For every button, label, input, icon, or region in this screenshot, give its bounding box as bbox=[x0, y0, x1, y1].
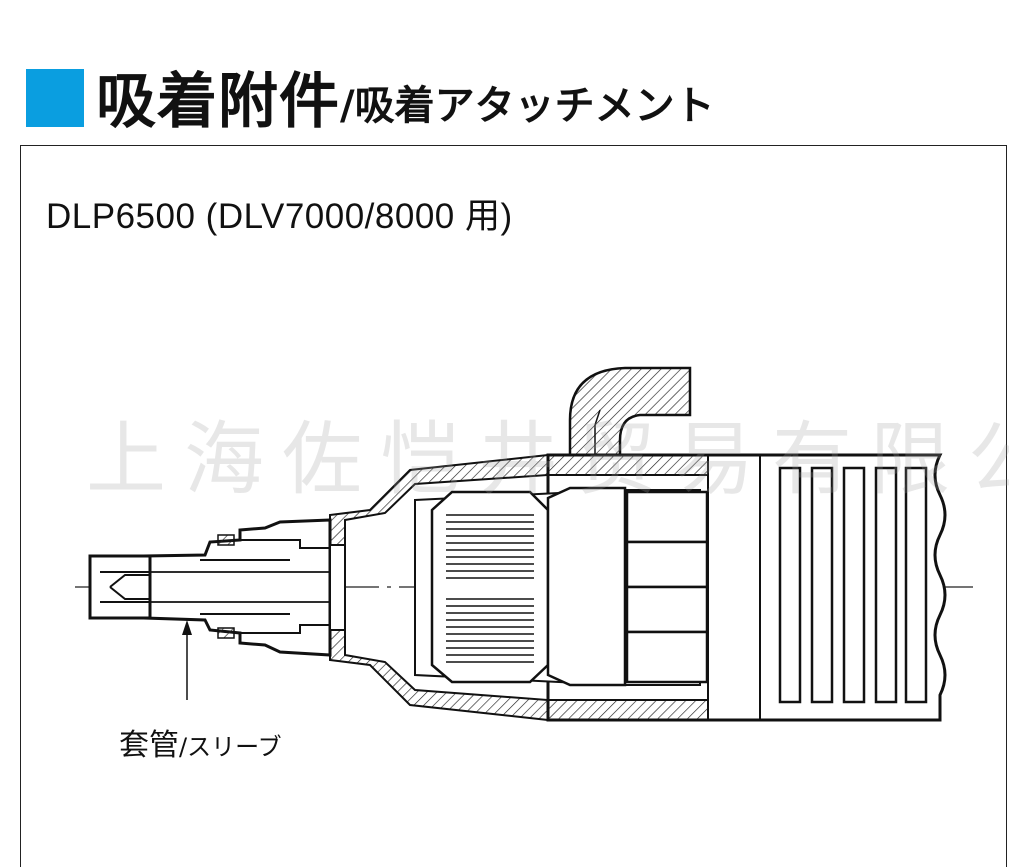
watermark-text: 上海佐恺井贸易有限公司 bbox=[86, 413, 1009, 506]
callout-arrow-head bbox=[182, 620, 192, 635]
page-header: 吸着附件 /吸着アタッチメント bbox=[26, 56, 715, 137]
valve-core-stripes bbox=[446, 514, 534, 663]
page-subtitle: /吸着アタッチメント bbox=[340, 83, 715, 129]
callout-sub: /スリーブ bbox=[179, 733, 282, 761]
valve-core bbox=[430, 490, 550, 684]
sleeve-neck bbox=[143, 518, 332, 657]
callout-main: 套管 bbox=[119, 728, 179, 763]
nozzle-tip bbox=[88, 554, 152, 620]
segmented-block bbox=[625, 490, 709, 684]
grip-ribs bbox=[778, 466, 928, 704]
blue-square-icon bbox=[26, 69, 84, 127]
bent-tube bbox=[568, 366, 692, 457]
sleeve-callout: 套管/スリーブ bbox=[119, 720, 282, 764]
model-label: DLP6500 (DLV7000/8000 用) bbox=[46, 197, 513, 236]
housing-band-top bbox=[547, 454, 709, 476]
diagram-frame bbox=[20, 145, 1007, 867]
page-title: 吸着附件 bbox=[96, 66, 340, 137]
connector-block bbox=[546, 486, 627, 687]
housing-band-bottom bbox=[547, 699, 709, 721]
